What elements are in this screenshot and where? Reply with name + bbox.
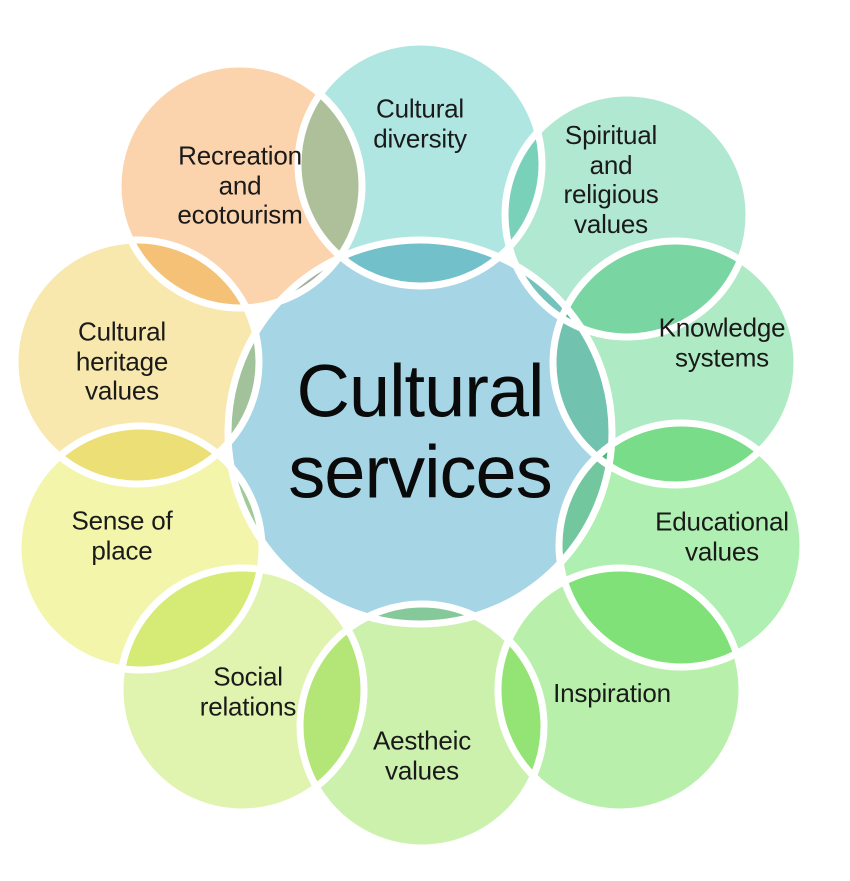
petal-circle-inspiration (498, 568, 742, 812)
petal-label-aestheic-values: Aestheic values (372, 725, 472, 785)
petal-outline-social-relations (116, 564, 368, 816)
petal-circle-sense-of-place (18, 426, 262, 670)
petal-label-inspiration: Inspiration (553, 678, 671, 709)
petal-label-educational-values: Educational values (655, 506, 789, 566)
petal-outline-aestheic-values (296, 600, 548, 852)
petal-outline-educational-values (555, 419, 807, 671)
petal-label-recreation-and-ecotourism: Recreation and ecotourism (177, 140, 303, 230)
petal-circle-outlines (11, 38, 807, 852)
petal-label-sense-of-place: Sense of place (71, 505, 173, 565)
petal-label-cultural-diversity: Cultural diversity (373, 93, 467, 153)
center-label: Cultural services (288, 349, 552, 514)
petal-label-cultural-heritage-values: Cultural heritage values (75, 316, 169, 406)
center-circle-fill (228, 240, 612, 624)
petal-outline-cultural-diversity (294, 38, 546, 290)
petal-outline-inspiration (494, 564, 746, 816)
petal-label-knowledge-systems: Knowledge systems (658, 312, 786, 372)
center-circle-outline (224, 236, 616, 628)
petal-outline-cultural-heritage-values (11, 236, 263, 488)
petal-outline-sense-of-place (14, 422, 266, 674)
petal-outline-knowledge-systems (549, 237, 801, 489)
petal-label-social-relations: Social relations (199, 661, 297, 721)
petal-outline-recreation-and-ecotourism (114, 60, 366, 312)
petal-outline-spiritual-and-religious-values (501, 89, 753, 341)
petal-label-spiritual-and-religious-values: Spiritual and religious values (563, 119, 659, 239)
